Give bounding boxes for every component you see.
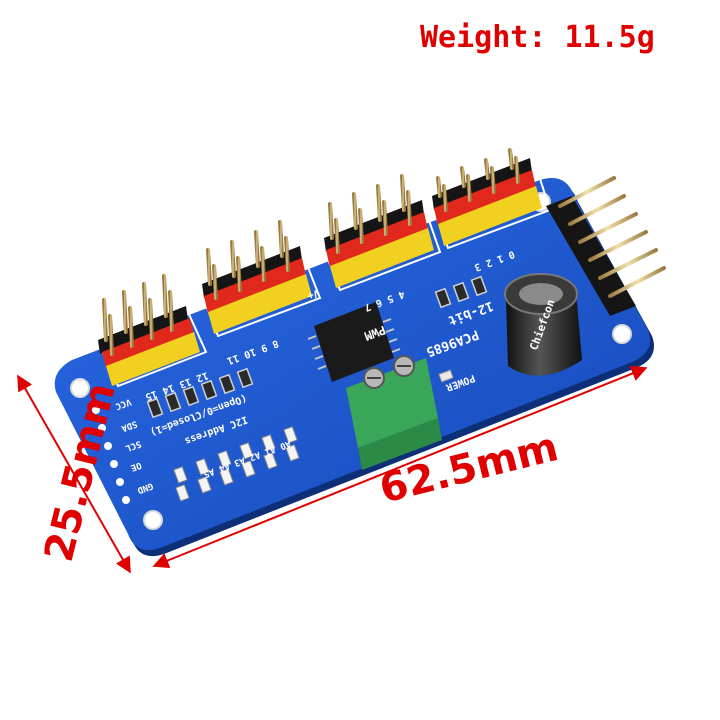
label-oe: OE bbox=[129, 459, 143, 472]
servo-header-4-7 bbox=[324, 200, 434, 288]
servo-header-8-11 bbox=[202, 246, 312, 334]
header-pins bbox=[102, 148, 520, 356]
electrolytic-capacitor: Chiefcon bbox=[504, 273, 582, 376]
weight-label: Weight: 11.5g bbox=[420, 20, 655, 55]
label-vplus: V+ bbox=[306, 287, 321, 301]
control-header bbox=[546, 176, 666, 316]
width-dimension-arrow bbox=[152, 365, 648, 569]
height-dimension-arrow bbox=[17, 374, 131, 574]
label-pwm: PWM bbox=[362, 323, 387, 344]
servo-header-0-3 bbox=[432, 158, 542, 246]
